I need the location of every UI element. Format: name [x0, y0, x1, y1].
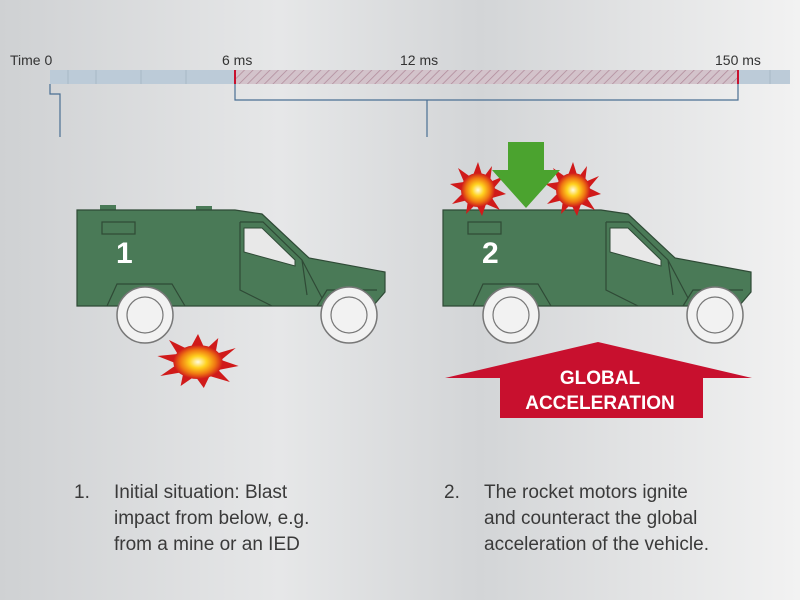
caption-2-number: 2. [444, 482, 460, 503]
acceleration-label-line1: GLOBAL [559, 368, 641, 389]
vehicle-2 [442, 209, 752, 344]
caption-1: 1. Initial situation: Blast impact from … [74, 480, 309, 558]
bracket-phase-2 [234, 84, 739, 101]
timeline-label-0: Time 0 [10, 52, 53, 68]
vehicle-1-number: 1 [116, 237, 133, 270]
caption-2: 2. The rocket motors ignite and countera… [444, 480, 709, 558]
caption-2-line: The rocket motors ignite [484, 482, 688, 503]
caption-2-line: acceleration of the vehicle. [484, 534, 709, 555]
vehicle-2-number: 2 [482, 237, 499, 270]
caption-2-line: and counteract the global [484, 508, 698, 529]
acceleration-label-line2: ACCELERATION [525, 393, 675, 414]
timeline-label-6ms: 6 ms [222, 52, 253, 68]
blast-explosion-icon [157, 334, 239, 388]
global-acceleration-arrow [445, 342, 752, 418]
timeline-label-150ms: 150 ms [715, 52, 761, 68]
downward-force-arrow-icon [492, 142, 560, 208]
bracket-phase-1 [49, 84, 61, 137]
caption-1-line: from a mine or an IED [114, 534, 300, 555]
timeline-active-interval [235, 70, 738, 84]
timeline-label-12ms: 12 ms [400, 52, 439, 68]
vehicle-1 [76, 205, 386, 344]
caption-1-number: 1. [74, 482, 90, 503]
caption-1-line: Initial situation: Blast [114, 482, 288, 503]
caption-1-line: impact from below, e.g. [114, 508, 310, 529]
acceleration-label: GLOBAL ACCELERATION [500, 366, 700, 416]
timeline [49, 70, 790, 137]
